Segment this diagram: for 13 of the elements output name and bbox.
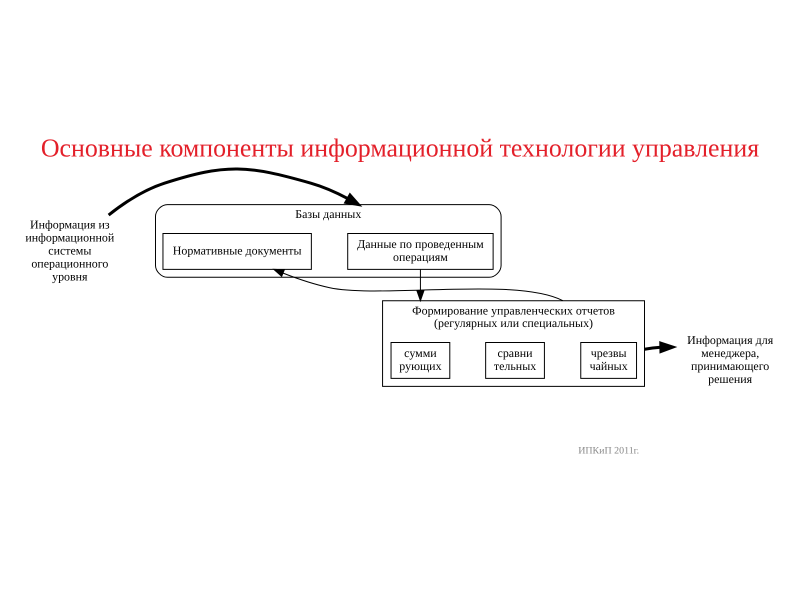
node-text: Информация из информационной системы операционного уровня xyxy=(25,217,114,283)
arrow xyxy=(272,268,564,301)
node-box: чрезвы чайных xyxy=(580,342,638,378)
diagram-title: Основные компоненты информационной технологии управления xyxy=(40,133,760,162)
node-box: Нормативные документы xyxy=(162,232,312,270)
node-box: сумми рующих xyxy=(390,342,450,378)
node-text: Информация для менеджера, принимающего решения xyxy=(687,332,774,386)
node-box: сравни тельных xyxy=(485,342,545,378)
node-box: Данные по проведенным операциям xyxy=(347,232,494,270)
label: ИПКиП 2011г. xyxy=(578,445,640,456)
arrow xyxy=(108,166,362,216)
arrow xyxy=(416,268,425,302)
arrow xyxy=(644,340,678,354)
